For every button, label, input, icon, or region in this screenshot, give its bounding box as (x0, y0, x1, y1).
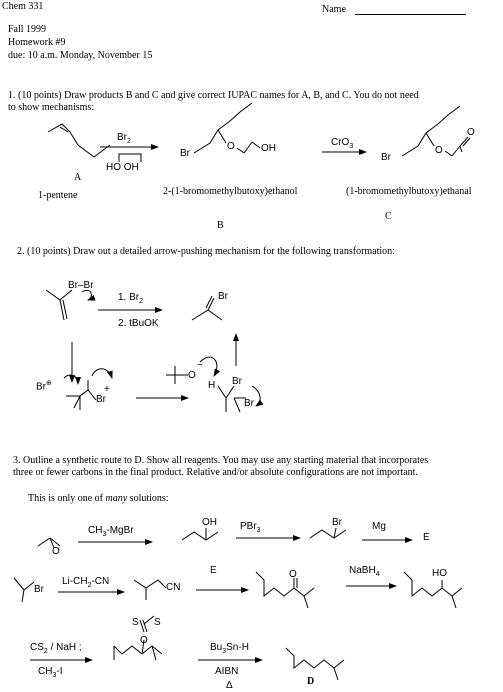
q3-s1: S (132, 617, 139, 628)
q1-o-b: O (227, 141, 235, 152)
isopropyl-bromide-structure (13, 577, 35, 603)
q2-step1: 1. Br2 (118, 292, 144, 305)
name-b: 2-(1-bromomethylbutoxy)ethanol (163, 186, 298, 197)
homework-label: Homework #9 (8, 37, 66, 48)
q1-o-c: O (435, 145, 443, 156)
label-b: B (217, 220, 224, 231)
q1-reagent-glycol: HO OH (106, 162, 139, 173)
name-blank-line (355, 14, 466, 15)
name-label: Name (322, 4, 346, 15)
q2-bromonium-br: Br (96, 394, 106, 405)
q2-bromonium (66, 380, 97, 410)
q2-curved-arrow-2 (63, 374, 81, 385)
q2-alkene (45, 289, 73, 321)
q3-text-line1: 3. Outline a synthetic route to D. Show … (13, 455, 429, 466)
q2-curved-arrow-3 (91, 368, 113, 379)
q2-text: 2. (10 points) Draw out a detailed arrow… (17, 246, 395, 257)
q3-text-line2: three or fewer carbons in the final prod… (13, 467, 418, 478)
q2-intermediate (217, 385, 246, 413)
q3-reagent-8-top: Bu3Sn-H (210, 642, 249, 655)
term-label: Fall 1999 (8, 24, 47, 35)
q3-ho: HO (432, 568, 447, 579)
q2-product (191, 295, 223, 321)
q1-o-ald: O (467, 127, 475, 138)
q3-label-e: E (423, 532, 430, 543)
course-label: Chem 331 (2, 1, 44, 12)
q3-reagent-5: E (210, 565, 217, 576)
q3-reagent-8-bottom: AIBN (215, 666, 239, 677)
q3-ketone-o: O (289, 569, 297, 580)
due-label: due: 10 a.m. Monday, November 15 (8, 50, 153, 61)
pentene-structure (47, 123, 111, 158)
alcohol-structure (403, 571, 463, 609)
epoxide-structure (37, 537, 61, 549)
q3-epoxide-o: O (52, 546, 60, 557)
product-b-structure (193, 102, 261, 154)
nitrile-structure (133, 579, 167, 600)
name-c: (1-bromomethylbutoxy)ethanal (346, 186, 472, 197)
q2-tert-butoxide (166, 366, 188, 384)
q1-text-line1: 1. (10 points) Draw products B and C and… (8, 90, 419, 101)
q3-cn: CN (166, 582, 181, 593)
xanthate-structure (113, 615, 163, 661)
q3-reagent-4: Li-CH2-CN (62, 576, 110, 589)
q2-product-br: Br (218, 291, 228, 302)
q2-bromide: Br⊕ (36, 380, 52, 393)
q3-reagent-2: PBr3 (240, 521, 261, 534)
q3-label-d: D (307, 676, 315, 687)
q2-curved-arrow-4 (199, 356, 221, 377)
q1-text-line2: to show mechanisms: (8, 102, 95, 113)
q3-reagent-7-bottom: CH3-I (38, 666, 63, 679)
q3-br2: Br (332, 517, 342, 528)
q1-br-b: Br (180, 148, 190, 159)
q2-curved-arrow-1 (81, 289, 96, 301)
label-a: A (74, 172, 82, 183)
label-c: C (385, 211, 392, 222)
ethylene-glycol-bracket (118, 153, 142, 162)
q2-br-br: Br–Br (68, 280, 94, 291)
q1-br-c: Br (381, 152, 391, 163)
q3-oh1: OH (202, 517, 217, 528)
q3-reagent-8-delta: Δ (226, 680, 233, 691)
q2-plus: + (104, 384, 110, 395)
q3-br3: Br (34, 584, 44, 595)
name-a: 1-pentene (38, 190, 78, 201)
q2-tbuo-o: O (188, 370, 196, 381)
q3-reagent-7-top: CS2 / NaH ; (30, 642, 82, 655)
q3-intro-emphasis: many (105, 493, 128, 504)
q3-s2: S (154, 617, 161, 628)
q1-oh-b: OH (261, 143, 276, 154)
q2-step2: 2. tBuOK (118, 318, 159, 329)
q2-minus: − (197, 360, 203, 371)
product-d-structure (285, 647, 345, 681)
butanol-structure (181, 528, 219, 541)
q3-reagent-1: CH3-MgBr (88, 525, 134, 538)
q2-h: H (208, 380, 216, 391)
ketone-structure (255, 571, 315, 609)
q1-reagent-cro3: CrO3 (331, 137, 354, 150)
q2-br-bottom: Br (244, 398, 254, 409)
q3-reagent-3: Mg (372, 521, 386, 532)
q3-intro: This is only one of many solutions: (28, 493, 169, 504)
q2-br-top: Br (232, 376, 242, 387)
q3-o-xanthate: O (140, 635, 148, 646)
q1-reagent-br2: Br2 (117, 132, 131, 145)
product-c-structure (401, 105, 471, 157)
q3-reagent-6: NaBH4 (349, 565, 380, 578)
bromobutane-structure (309, 527, 347, 539)
q2-curved-arrow-5 (251, 385, 264, 407)
